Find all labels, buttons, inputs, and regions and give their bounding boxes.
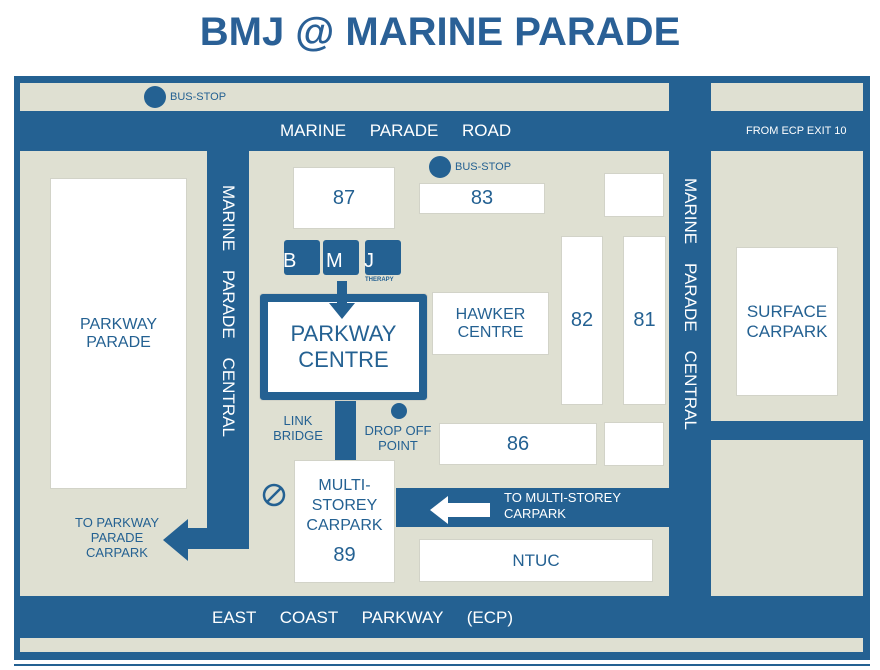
bmj-tile-m (323, 240, 359, 275)
building-multistorey-carpark: MULTI-STOREY CARPARK 89 (295, 461, 394, 582)
building-hawker-centre: HAWKER CENTRE (433, 293, 548, 354)
page-title: BMJ @ MARINE PARADE (199, 10, 681, 54)
building-label: 83 (470, 187, 494, 209)
building-86: 86 (440, 424, 596, 464)
arrow-left-white-icon (430, 496, 490, 524)
building-label: PARKWAY CENTRE (290, 320, 397, 372)
building-number: 89 (333, 544, 356, 566)
to-multistorey-label: TO MULTI-STOREY CARPARK (504, 490, 621, 521)
building-label: PARKWAY PARADE (79, 315, 158, 351)
building-label: 87 (332, 186, 356, 209)
ground (711, 83, 863, 111)
arrow-down-icon (329, 281, 355, 319)
link-bridge-label: LINK BRIDGE (273, 413, 323, 443)
building-surface-carpark: SURFACE CARPARK (737, 248, 837, 395)
road-marine-parade-central-left (207, 151, 249, 548)
building-unlabeled (605, 174, 663, 216)
road-exit-left (185, 528, 249, 549)
road-label-mpc-left: MARINE PARADE CENTRAL (219, 185, 238, 437)
to-parkway-parade-carpark-label: TO PARKWAY PARADE CARPARK (74, 515, 160, 560)
ground (711, 440, 863, 596)
building-label: 81 (633, 309, 656, 331)
bmj-letter: J (364, 250, 374, 272)
building-unlabeled (605, 423, 663, 465)
building-label: HAWKER CENTRE (455, 305, 526, 341)
building-parkway-parade: PARKWAY PARADE (51, 179, 186, 488)
building-label: SURFACE CARPARK (746, 301, 828, 341)
bus-stop-label: BUS-STOP (455, 161, 512, 173)
divider (14, 664, 870, 666)
road-label-from-ecp: FROM ECP EXIT 10 (746, 125, 847, 137)
building-81: 81 (624, 237, 665, 404)
building-label: 82 (570, 309, 594, 331)
drop-off-label: DROP OFF POINT (364, 423, 432, 453)
building-82: 82 (562, 237, 602, 404)
bmj-tile-b (284, 240, 320, 275)
bus-stop-icon (429, 156, 451, 178)
bmj-letter: B (283, 250, 297, 272)
arrow-left-icon (163, 519, 188, 561)
therapy-label: THERAPY (365, 277, 394, 283)
building-83: 83 (420, 184, 544, 213)
building-label: 86 (506, 432, 530, 455)
building-label: NTUC (512, 550, 560, 570)
no-entry-icon (262, 483, 286, 507)
bus-stop-icon (144, 86, 166, 108)
road-label-mpc-right: MARINE PARADE CENTRAL (681, 178, 700, 430)
road-label-marine-parade-road: MARINE PARADE ROAD (280, 121, 512, 140)
building-label: MULTI-STOREY CARPARK (306, 477, 383, 534)
building-87: 87 (294, 168, 394, 228)
bmj-letter: M (326, 250, 343, 272)
building-ntuc: NTUC (420, 540, 652, 581)
link-bridge (335, 396, 356, 462)
bmj-tile-j (365, 240, 401, 275)
road-label-ecp: EAST COAST PARKWAY (ECP) (212, 608, 514, 627)
drop-off-icon (391, 403, 407, 419)
ground (20, 638, 863, 652)
bus-stop-label: BUS-STOP (170, 91, 227, 103)
ground (20, 83, 669, 111)
